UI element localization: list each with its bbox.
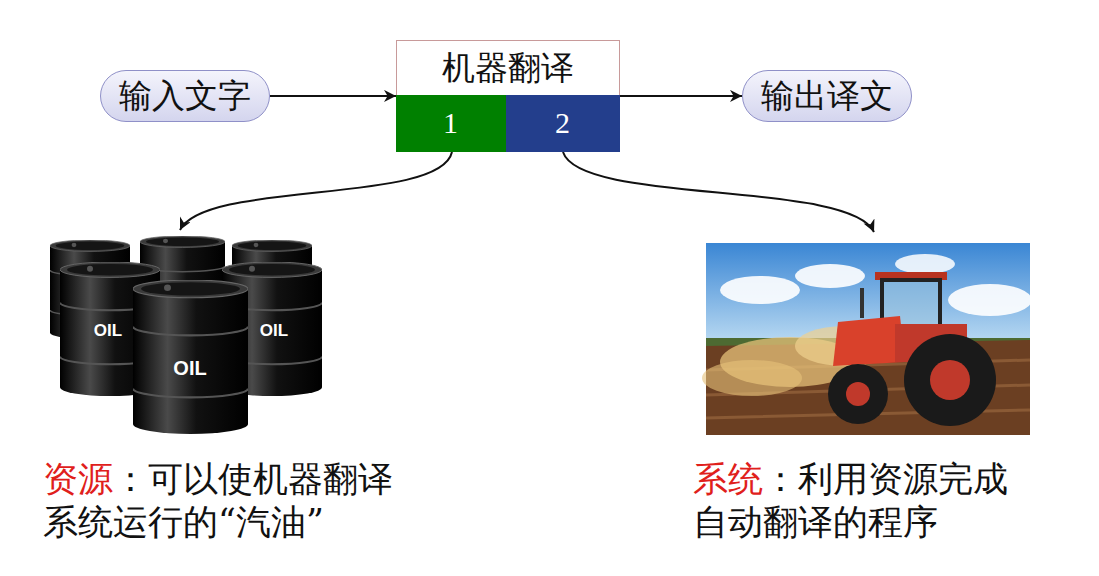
caption-term: 资源 (43, 459, 113, 499)
system-block: 2 (506, 95, 620, 152)
barrel-label: OIL (173, 358, 206, 378)
resource-block: 1 (396, 95, 506, 152)
node-text: 输出译文 (761, 76, 893, 116)
node-text: 1 (443, 105, 458, 141)
node-text: 输入文字 (119, 76, 251, 116)
resource-pointer (180, 152, 452, 230)
system-pointer (563, 152, 874, 232)
flow-arrow (620, 95, 742, 97)
node-text: 机器翻译 (397, 41, 619, 95)
output-pill: 输出译文 (742, 70, 912, 122)
barrel-label: OIL (260, 322, 288, 339)
resource-caption: 资源：可以使机器翻译系统运行的“汽油” (43, 458, 399, 543)
system-caption: 系统：利用资源完成自动翻译的程序 (693, 458, 1014, 543)
tractor-photo (702, 243, 1032, 435)
input-pill: 输入文字 (100, 70, 270, 122)
flow-arrow (270, 95, 396, 97)
machine-translation-box: 机器翻译 1 2 (396, 40, 620, 152)
caption-term: 系统 (693, 459, 763, 499)
node-text: 2 (555, 105, 570, 141)
oil-barrels (50, 236, 322, 434)
barrel-label: OIL (94, 322, 122, 339)
